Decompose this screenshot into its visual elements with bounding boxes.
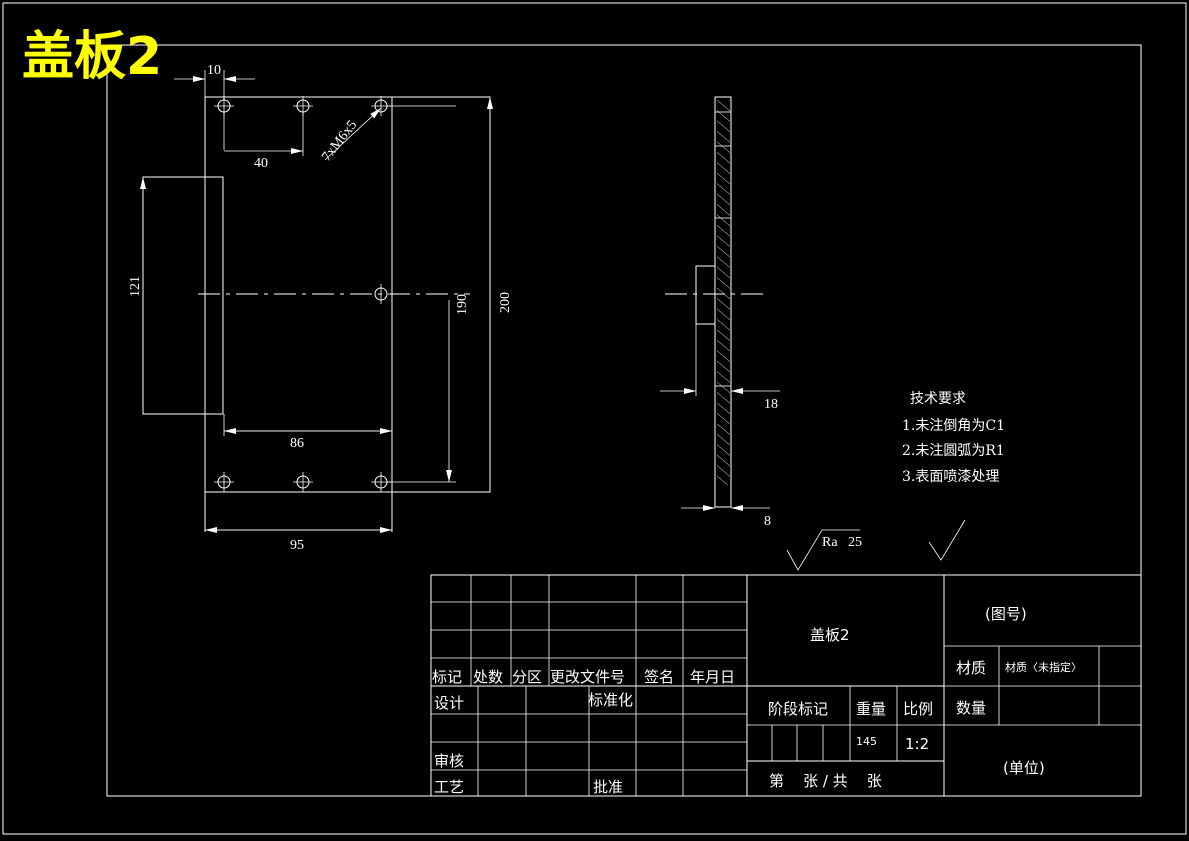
standardize-label: 标准化 xyxy=(588,691,633,709)
roughness-symbol: Ra 25 xyxy=(786,529,862,571)
rev-header-sign: 签名 xyxy=(644,668,674,686)
scale-label: 比例 xyxy=(903,700,933,718)
tech-item-1: 1.未注倒角为C1 xyxy=(902,418,1005,434)
dim-10: 10 xyxy=(207,63,221,78)
rev-header-date: 年月日 xyxy=(690,668,735,686)
dim-95: 95 xyxy=(290,538,304,553)
stage-label: 阶段标记 xyxy=(768,700,828,718)
front-view: 10 40 7xM6x5 121 190 200 86 95 xyxy=(128,63,513,553)
design-label: 设计 xyxy=(434,694,464,712)
tech-item-2: 2.未注圆弧为R1 xyxy=(902,443,1005,459)
hole-bottom-1 xyxy=(214,472,234,492)
review-label: 审核 xyxy=(434,752,464,770)
tech-heading: 技术要求 xyxy=(910,391,966,407)
tech-item-3: 3.表面喷漆处理 xyxy=(902,469,999,485)
unit-label: (单位) xyxy=(1003,759,1045,777)
dim-190: 190 xyxy=(455,294,470,315)
dim-121: 121 xyxy=(128,276,143,297)
part-name: 盖板2 xyxy=(810,626,850,644)
dim-40: 40 xyxy=(254,156,268,171)
rev-header-mark: 标记 xyxy=(432,668,462,686)
process-label: 工艺 xyxy=(434,778,464,796)
roughness-label: Ra xyxy=(822,535,838,550)
dim-18: 18 xyxy=(764,397,778,412)
material-value: 材质〈未指定〉 xyxy=(1005,660,1082,674)
rev-header-count: 处数 xyxy=(473,668,503,686)
approve-label: 批准 xyxy=(593,778,623,796)
weight-label: 重量 xyxy=(856,700,886,718)
dim-8: 8 xyxy=(764,514,771,529)
quantity-label: 数量 xyxy=(956,699,986,717)
material-label: 材质 xyxy=(956,659,986,677)
side-view: 18 8 xyxy=(660,96,780,529)
sheet-text: 第 张 / 共 张 xyxy=(769,772,882,790)
hole-bottom-2 xyxy=(293,472,313,492)
drawing-number: (图号) xyxy=(985,605,1027,623)
rev-header-zone: 分区 xyxy=(512,668,542,686)
title-block: 标记 处数 分区 更改文件号 签名 年月日 设计 标准化 审核 工艺 批准 盖板… xyxy=(430,574,1142,797)
scale-value: 1:2 xyxy=(905,735,929,753)
dim-200: 200 xyxy=(498,292,513,313)
roughness-value: 25 xyxy=(848,535,862,550)
weight-value: 145 xyxy=(856,735,877,748)
rev-header-docno: 更改文件号 xyxy=(550,668,625,686)
tech-requirements: 技术要求 1.未注倒角为C1 2.未注圆弧为R1 3.表面喷漆处理 xyxy=(902,391,1005,485)
dim-86: 86 xyxy=(290,436,304,451)
drawing-title: 盖板2 xyxy=(22,27,162,87)
dim-hole-note: 7xM6x5 xyxy=(319,118,360,165)
roughness-symbol-general xyxy=(928,519,966,561)
